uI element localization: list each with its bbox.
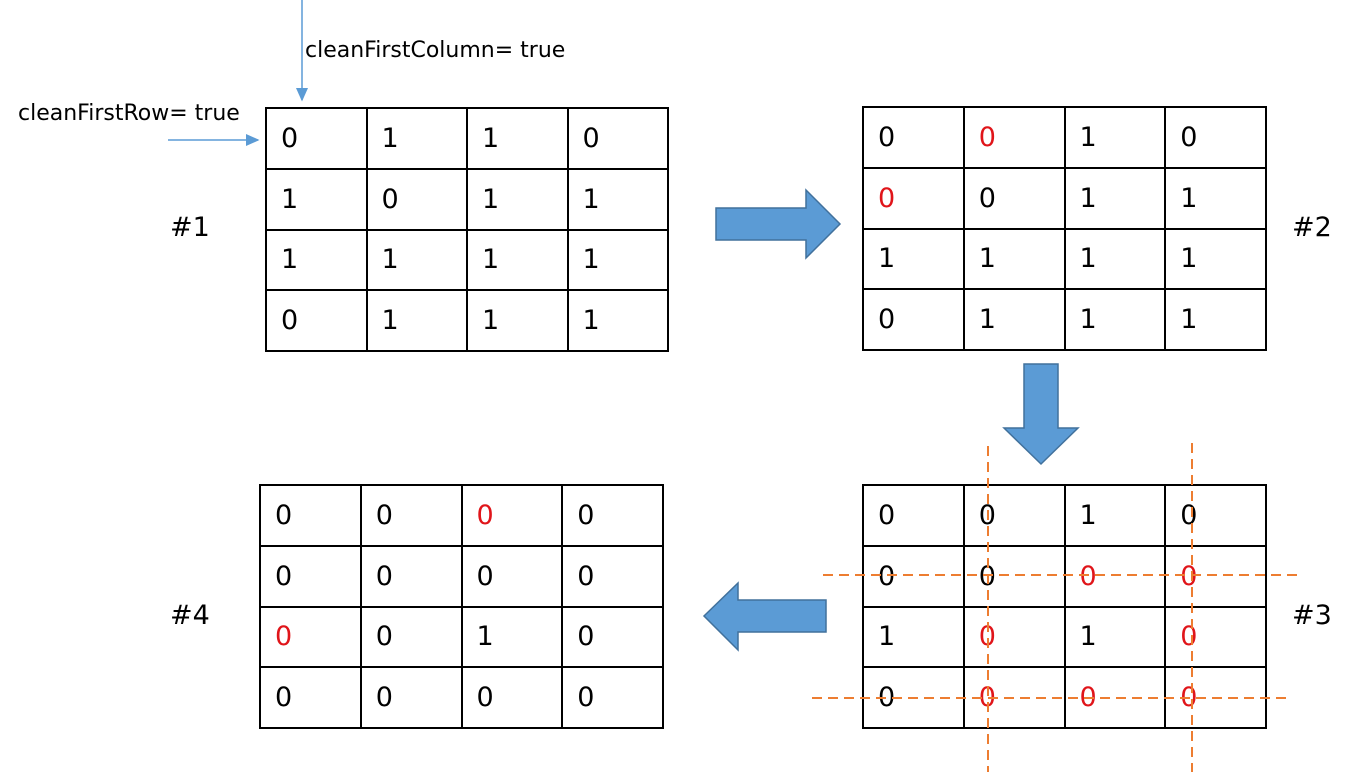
matrix-cell: 0	[964, 108, 1066, 169]
clean-first-row-label: cleanFirstRow= true	[18, 101, 240, 126]
matrix-cell: 0	[267, 109, 368, 170]
matrix-cell: 0	[864, 108, 965, 169]
matrix-cell: 1	[462, 607, 564, 669]
matrix-cell: 1	[468, 291, 569, 352]
matrix-cell: 0	[462, 668, 564, 729]
matrix-cell: 0	[964, 546, 1066, 608]
matrix-cell: 1	[1065, 168, 1167, 230]
matrix-cell: 1	[568, 230, 669, 292]
step-label-3: #3	[1292, 600, 1332, 631]
matrix-cell: 0	[864, 668, 965, 729]
matrix-cell: 0	[361, 607, 463, 669]
matrix-cell: 1	[367, 230, 468, 292]
matrix-cell: 0	[563, 546, 664, 608]
matrix-cell: 0	[367, 169, 468, 231]
matrix-cell: 0	[964, 668, 1066, 729]
matrix-cell: 0	[1166, 486, 1267, 547]
matrix-cell: 1	[568, 291, 669, 352]
step-label-4: #4	[170, 600, 210, 631]
matrix-cell: 0	[1065, 546, 1167, 608]
matrix-cell: 0	[261, 607, 362, 669]
arrow-left-icon	[702, 581, 827, 652]
matrix-cell: 1	[864, 607, 965, 669]
matrix-cell: 0	[261, 546, 362, 608]
matrix-cell: 0	[563, 486, 664, 547]
matrix-cell: 0	[261, 668, 362, 729]
matrix-cell: 0	[964, 486, 1066, 547]
arrow-down-icon	[1002, 363, 1080, 466]
matrix-cell: 0	[864, 546, 965, 608]
matrix-cell: 1	[367, 109, 468, 170]
matrix-cell: 1	[468, 169, 569, 231]
matrix-cell: 0	[361, 546, 463, 608]
matrix-cell: 0	[462, 486, 564, 547]
matrix-cell: 1	[964, 290, 1066, 351]
matrix-cell: 1	[468, 230, 569, 292]
matrix-cell: 1	[367, 291, 468, 352]
matrix-cell: 0	[1166, 607, 1267, 669]
matrix-cell: 0	[964, 168, 1066, 230]
matrix-cell: 1	[1065, 108, 1167, 169]
matrix-cell: 0	[568, 109, 669, 170]
matrix-cell: 1	[964, 229, 1066, 291]
matrix-cell: 0	[864, 290, 965, 351]
matrix-cell: 0	[361, 668, 463, 729]
matrix-cell: 1	[568, 169, 669, 231]
step-label-2: #2	[1292, 212, 1332, 243]
matrix-cell: 0	[462, 546, 564, 608]
arrow-right-icon	[715, 188, 842, 260]
matrix-cell: 1	[1166, 168, 1267, 230]
matrix-cell: 0	[864, 486, 965, 547]
matrix-cell: 0	[1166, 668, 1267, 729]
step-label-1: #1	[170, 212, 210, 243]
matrix-cell: 0	[261, 486, 362, 547]
matrix-cell: 1	[1166, 290, 1267, 351]
matrix-cell: 0	[563, 607, 664, 669]
matrix-cell: 1	[1065, 607, 1167, 669]
matrix-cell: 0	[1166, 546, 1267, 608]
matrix-cell: 0	[1065, 668, 1167, 729]
matrix-cell: 0	[361, 486, 463, 547]
matrix-cell: 0	[864, 168, 965, 230]
matrix-cell: 0	[964, 607, 1066, 669]
matrix-cell: 1	[1065, 229, 1167, 291]
clean-first-column-label: cleanFirstColumn= true	[305, 38, 566, 63]
matrix-cell: 1	[267, 169, 368, 231]
matrix-cell: 1	[1065, 486, 1167, 547]
matrix-cell: 0	[1166, 108, 1267, 169]
matrix-cell: 1	[864, 229, 965, 291]
matrix-cell: 1	[267, 230, 368, 292]
matrix-cell: 1	[468, 109, 569, 170]
matrix-cell: 0	[267, 291, 368, 352]
matrix-cell: 1	[1065, 290, 1167, 351]
matrix-cell: 1	[1166, 229, 1267, 291]
matrix-cell: 0	[563, 668, 664, 729]
